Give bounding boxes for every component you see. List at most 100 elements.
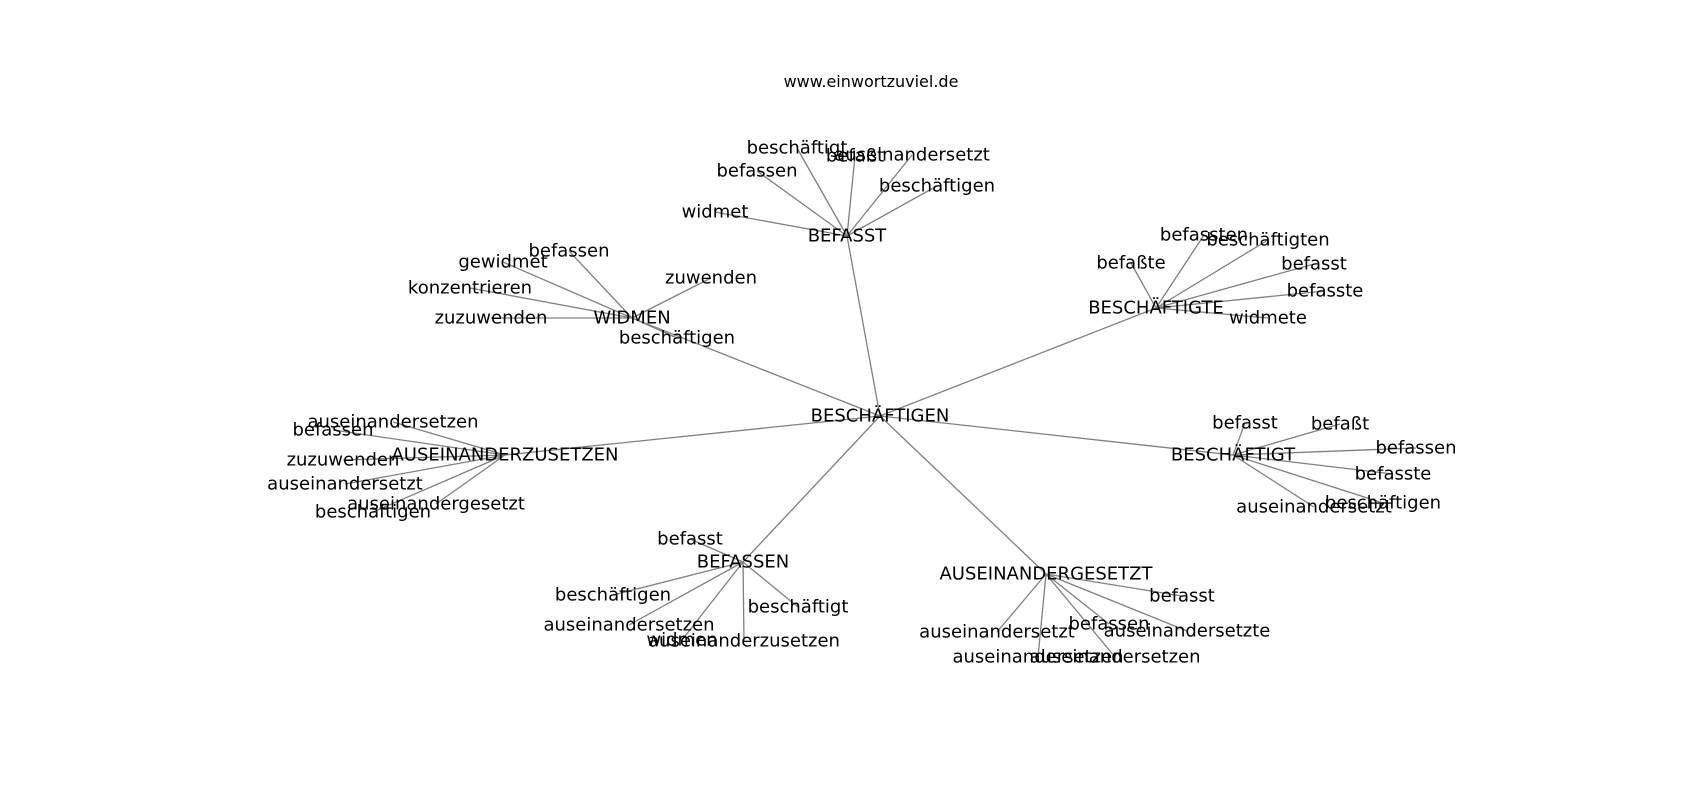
leaf-node-label: auseinandersetzt xyxy=(267,474,423,495)
leaf-node-label: beschäftigen xyxy=(1325,493,1441,514)
leaf-node-label: beschäftigen xyxy=(555,585,671,606)
leaf-node-label: auseinandersetzte xyxy=(1104,621,1271,642)
edge-hub-to-leaf xyxy=(372,454,506,513)
hub-node-label: BEFASST xyxy=(808,226,888,247)
leaf-node-label: konzentrieren xyxy=(408,278,532,299)
edge-hub-to-leaf xyxy=(1045,573,1116,658)
edge-hub-to-leaf xyxy=(1232,454,1384,504)
edge-hub-to-leaf xyxy=(1232,423,1341,456)
edge-hub-to-leaf xyxy=(846,185,938,237)
edge-hub-to-leaf xyxy=(1130,262,1157,309)
edge-hub-to-leaf xyxy=(846,155,856,237)
leaf-node-label: auseinandersetzt xyxy=(1236,497,1392,518)
leaf-node-label: beschäftigten xyxy=(1206,230,1329,251)
leaf-node-label: befaßt xyxy=(826,146,884,167)
edge-hub-to-leaf xyxy=(742,561,745,642)
leaf-node-label: zuzuwenden xyxy=(287,450,400,471)
edge-root-to-hub xyxy=(879,415,1047,575)
leaf-node-label: auseinandersetzen xyxy=(1029,647,1200,668)
edge-hub-to-leaf xyxy=(796,147,848,237)
edge-hub-to-leaf xyxy=(1232,447,1417,456)
edge-hub-to-leaf xyxy=(1232,454,1315,508)
edge-hub-to-leaf xyxy=(1155,307,1269,319)
leaf-node-label: befassen xyxy=(716,161,797,182)
leaf-node-label: beschäftigen xyxy=(879,176,995,197)
edge-hub-to-leaf xyxy=(502,261,633,319)
edge-hub-to-leaf xyxy=(1045,573,1188,632)
edge-hub-to-leaf xyxy=(714,211,848,237)
edge-hub-to-leaf xyxy=(681,561,744,641)
leaf-node-label: befaßt xyxy=(1311,414,1369,435)
leaf-node-label: auseinandersetzt xyxy=(834,145,990,166)
edge-hub-to-leaf xyxy=(1037,573,1047,658)
leaf-node-label: beschäftigen xyxy=(619,328,735,349)
edge-hub-to-leaf xyxy=(392,421,506,456)
edge-hub-to-leaf xyxy=(469,287,633,319)
leaf-node-label: widmete xyxy=(1229,308,1307,329)
leaf-node-label: beschäftigen xyxy=(315,502,431,523)
leaf-node-label: befasste xyxy=(1287,281,1364,302)
edge-hub-to-leaf xyxy=(628,561,744,626)
edge-hub-to-leaf xyxy=(1232,422,1246,456)
leaf-node-label: zuwenden xyxy=(665,268,757,289)
edge-hub-to-leaf xyxy=(756,170,848,237)
leaf-node-label: befasste xyxy=(1355,464,1432,485)
hub-node-label: WIDMEN xyxy=(593,308,670,329)
edge-hub-to-leaf xyxy=(631,277,712,319)
edge-hub-to-leaf xyxy=(342,454,506,461)
hub-node-label: AUSEINANDERZUSETZEN xyxy=(391,445,618,466)
leaf-node-label: auseinandersetzen xyxy=(952,647,1123,668)
leaf-node-label: auseinandersetzen xyxy=(307,412,478,433)
edge-hub-to-leaf xyxy=(612,561,744,596)
leaf-node-label: befasst xyxy=(1281,254,1347,275)
leaf-node-label: befassen xyxy=(1375,438,1456,459)
leaf-node-label: auseinandergesetzt xyxy=(347,494,525,515)
edge-root-to-hub xyxy=(879,307,1157,417)
leaf-node-label: auseinandersetzen xyxy=(543,615,714,636)
leaf-node-label: beschäftigt xyxy=(748,597,849,618)
edge-hub-to-leaf xyxy=(1155,239,1269,309)
edge-hub-to-leaf xyxy=(344,454,506,485)
edge-hub-to-leaf xyxy=(1232,454,1394,475)
edge-hub-to-leaf xyxy=(332,429,506,456)
leaf-node-label: auseinanderzusetzen xyxy=(648,631,840,652)
edge-hub-to-leaf xyxy=(1155,263,1315,309)
leaf-node-label: befassen xyxy=(292,420,373,441)
edge-hub-to-leaf xyxy=(435,454,506,505)
edge-hub-to-leaf xyxy=(1155,234,1205,309)
leaf-node-label: befasst xyxy=(1149,586,1215,607)
edge-hub-to-leaf xyxy=(1155,290,1326,309)
edge-root-to-hub xyxy=(742,415,881,563)
site-title: www.einwortzuviel.de xyxy=(784,72,959,91)
edge-hub-to-leaf xyxy=(1045,573,1110,625)
leaf-node-label: widmen xyxy=(646,630,717,651)
leaf-node-label: auseinandersetzt xyxy=(919,622,1075,643)
leaf-node-label: befaßte xyxy=(1096,253,1165,274)
leaf-node-label: beschäftigt xyxy=(747,138,848,159)
edge-hub-to-leaf xyxy=(568,250,633,319)
edge-hub-to-leaf xyxy=(846,154,913,237)
root-node-label: BESCHÄFTIGEN xyxy=(811,406,950,427)
hub-node-label: BESCHÄFTIGTE xyxy=(1088,298,1224,319)
edge-hub-to-leaf xyxy=(996,573,1047,633)
edge-hub-to-leaf xyxy=(742,561,799,608)
leaf-node-label: zuzuwenden xyxy=(435,308,548,329)
leaf-node-label: befassen xyxy=(528,241,609,262)
leaf-node-label: gewidmet xyxy=(458,252,547,273)
edge-root-to-hub xyxy=(879,415,1234,456)
hub-node-label: BESCHÄFTIGT xyxy=(1171,445,1296,466)
edge-hub-to-leaf xyxy=(1045,573,1183,597)
leaf-node-label: befassten xyxy=(1160,225,1248,246)
leaf-node-label: befasst xyxy=(1212,413,1278,434)
leaf-node-label: widmet xyxy=(682,202,749,223)
edge-root-to-hub xyxy=(846,235,881,417)
edge-hub-to-leaf xyxy=(689,538,744,563)
hub-node-label: BEFASSEN xyxy=(697,552,789,573)
label-layer: BESCHÄFTIGENBEFASSTbeschäftigtbefassenbe… xyxy=(267,138,1456,668)
edge-root-to-hub xyxy=(504,415,881,456)
edge-root-to-hub xyxy=(631,317,881,417)
leaf-node-label: befasst xyxy=(657,529,723,550)
leaf-node-label: befassen xyxy=(1068,614,1149,635)
edge-hub-to-leaf xyxy=(631,317,678,339)
